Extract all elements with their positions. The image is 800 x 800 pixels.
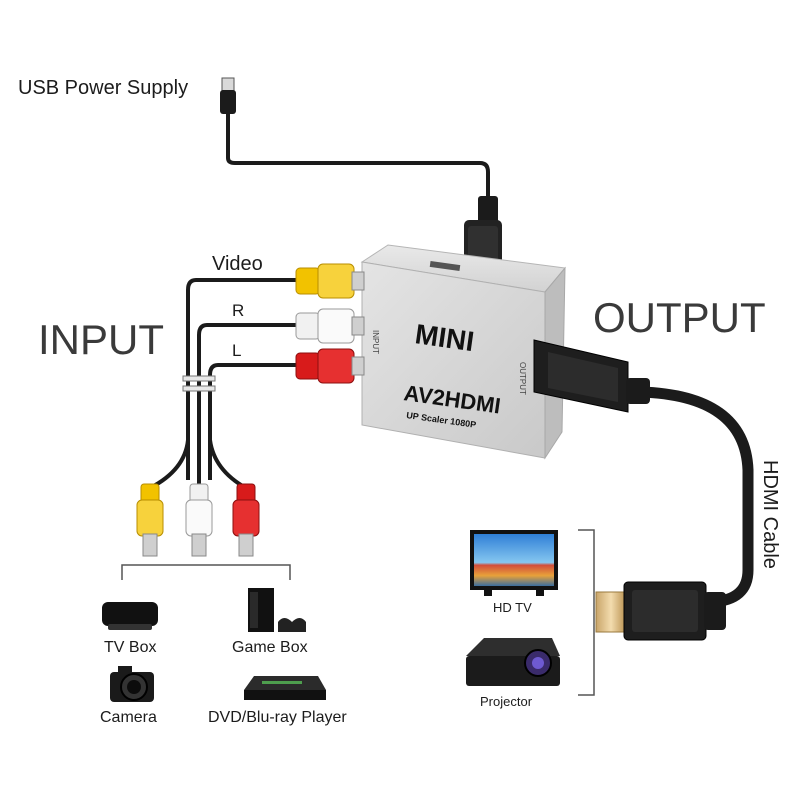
converter-box: MINI AV2HDMI UP Scaler 1080P INPUT OUTPU… (360, 244, 566, 460)
rca-plug-audio-right-bottom (232, 483, 260, 557)
audio-right-label: R (232, 301, 244, 320)
output-label: OUTPUT (593, 294, 766, 341)
projector-icon (466, 638, 560, 686)
source-label-game-box: Game Box (232, 639, 308, 656)
rca-plug-audio-left-bottom (185, 483, 213, 557)
usb-power-label: USB Power Supply (18, 77, 188, 99)
usb-power-cable (220, 77, 502, 272)
tv-box-icon (102, 602, 158, 630)
rca-cables (149, 278, 300, 490)
converter-input-port-label: INPUT (371, 330, 380, 354)
source-label-camera: Camera (100, 709, 157, 726)
dvd-player-icon (244, 676, 326, 700)
game-console-icon (248, 588, 306, 632)
hdmi-cable (533, 339, 754, 641)
audio-left-label: L (232, 341, 241, 360)
output-label-projector: Projector (480, 694, 533, 709)
hd-tv-icon (470, 530, 558, 596)
camera-icon (110, 666, 154, 702)
rca-plug-video-top (295, 263, 365, 299)
output-label-hd-tv: HD TV (493, 600, 532, 615)
input-label: INPUT (38, 316, 164, 363)
hdmi-cable-label: HDMI Cable (759, 460, 781, 569)
rca-plug-video-bottom (136, 483, 164, 557)
source-label-tv-box: TV Box (104, 639, 156, 656)
source-bracket (121, 564, 291, 580)
converter-output-port-label: OUTPUT (518, 362, 527, 395)
rca-plug-audio-right-top (295, 308, 365, 344)
rca-plug-audio-left-top (295, 348, 365, 384)
video-label: Video (212, 253, 263, 275)
source-label-dvd-player: DVD/Blu-ray Player (208, 709, 347, 726)
output-bracket (578, 529, 595, 696)
